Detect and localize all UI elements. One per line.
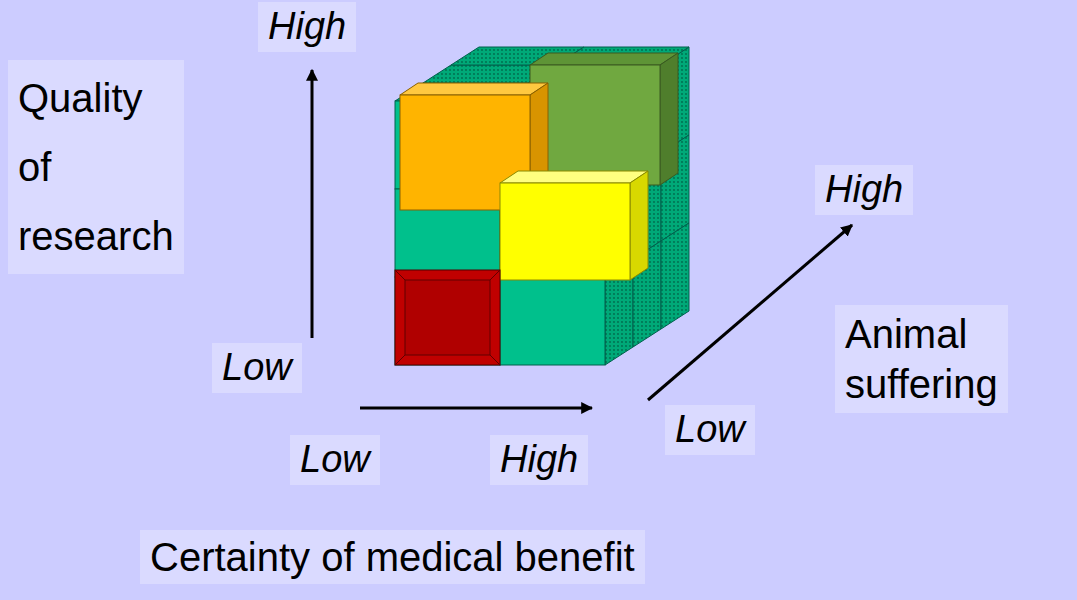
cube-side — [630, 171, 648, 280]
yellow-cube — [500, 171, 648, 280]
bevel-line — [490, 270, 500, 280]
axis-end-label: Low — [212, 343, 302, 393]
bevel-line — [395, 355, 405, 365]
axis-title: Quality of research — [8, 60, 184, 274]
cube-top — [500, 171, 648, 183]
green-cube — [530, 53, 678, 185]
cube-front — [500, 183, 630, 280]
certainty-axis — [360, 407, 592, 410]
quality-axis — [311, 70, 314, 338]
axis-title: Certainty of medical benefit — [140, 530, 645, 584]
cube-bevel — [405, 280, 490, 355]
axis-end-label: Low — [290, 435, 380, 485]
cube-top — [530, 53, 678, 65]
cube-front — [530, 65, 660, 185]
red-cube — [395, 270, 500, 365]
cube-top — [400, 83, 548, 95]
axis-end-label: High — [258, 2, 356, 52]
axis-end-label: High — [490, 435, 588, 485]
cube-front — [395, 270, 500, 365]
bevel-line — [490, 355, 500, 365]
axis-end-label: Low — [665, 405, 755, 455]
cube-front-cell — [500, 277, 605, 365]
axis-title: Animal suffering — [835, 305, 1008, 413]
bevel-line — [395, 270, 405, 280]
cube-front-cell — [395, 277, 500, 365]
cube-side-cell — [661, 223, 689, 329]
axis-end-label: High — [815, 165, 913, 215]
cube-side — [660, 53, 678, 185]
